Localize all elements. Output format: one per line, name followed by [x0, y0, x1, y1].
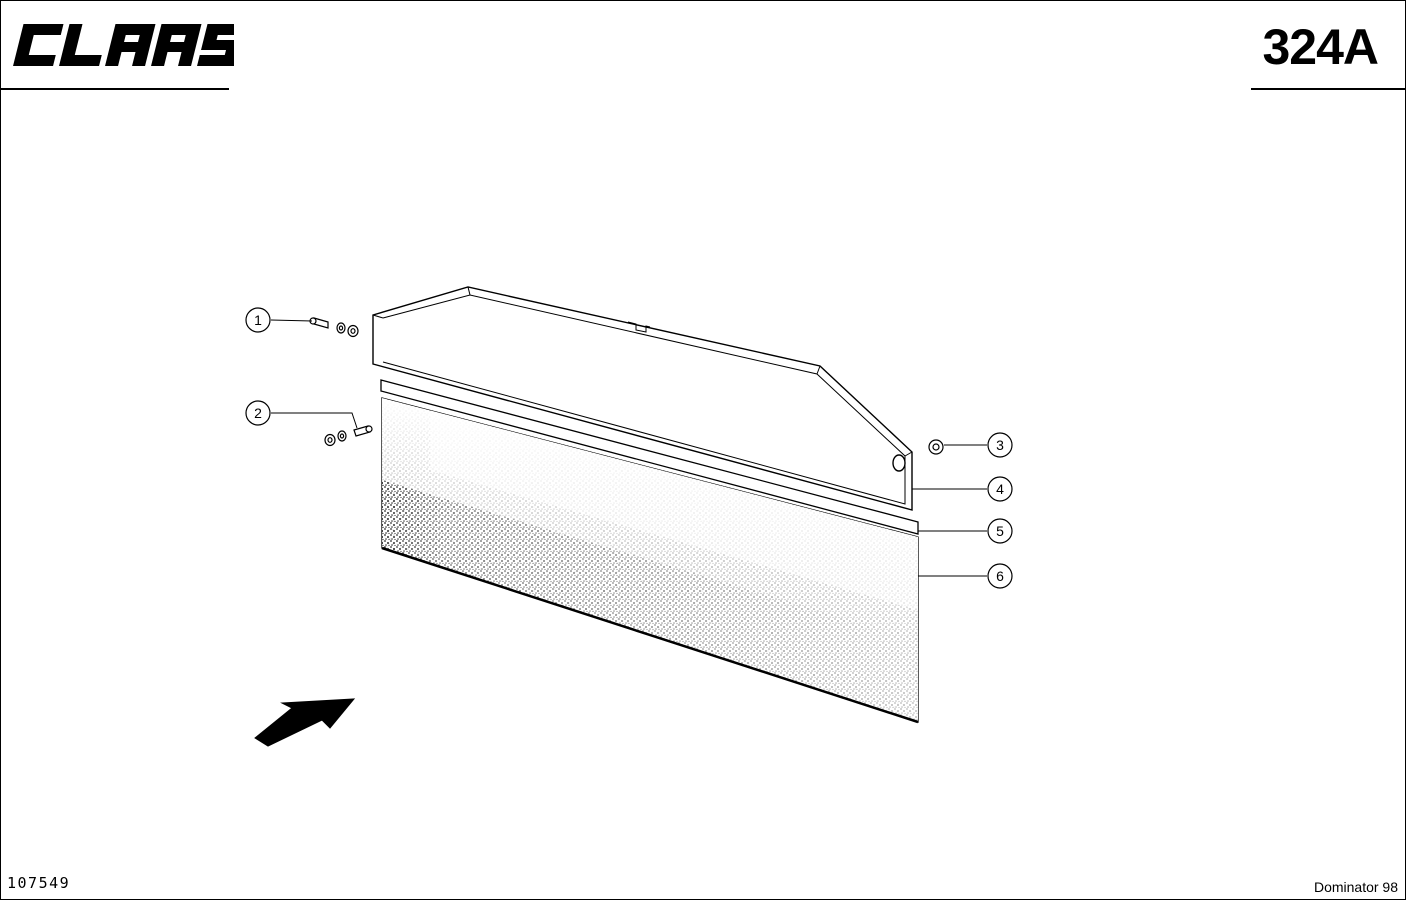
callout-1: 1: [245, 307, 271, 333]
claas-logo: [13, 24, 234, 66]
svg-text:6: 6: [996, 568, 1004, 584]
model-name: Dominator 98: [1313, 879, 1398, 895]
callout-6: 6: [987, 563, 1013, 589]
header-rule-right: [1251, 88, 1406, 90]
drawing-number: 107549: [7, 874, 71, 892]
svg-text:1: 1: [254, 312, 262, 328]
page-number: 324A: [1262, 19, 1379, 75]
part-4-cover-plate: [372, 286, 913, 511]
callout-4: 4: [987, 476, 1013, 502]
svg-text:3: 3: [996, 437, 1004, 453]
header-rule-left: [0, 88, 229, 90]
part-5-clamp-strip: [380, 379, 919, 535]
callout-3: 3: [987, 432, 1013, 458]
direction-arrow-icon: [254, 698, 356, 747]
part-1-bolt-assembly: [309, 317, 359, 338]
callout-5: 5: [987, 518, 1013, 544]
callout-2: 2: [245, 400, 271, 426]
part-3-nut: [928, 439, 944, 455]
leader-lines: [270, 319, 987, 577]
svg-text:4: 4: [996, 481, 1004, 497]
svg-text:2: 2: [254, 405, 262, 421]
svg-text:5: 5: [996, 523, 1004, 539]
part-2-bolt-assembly: [324, 425, 373, 447]
